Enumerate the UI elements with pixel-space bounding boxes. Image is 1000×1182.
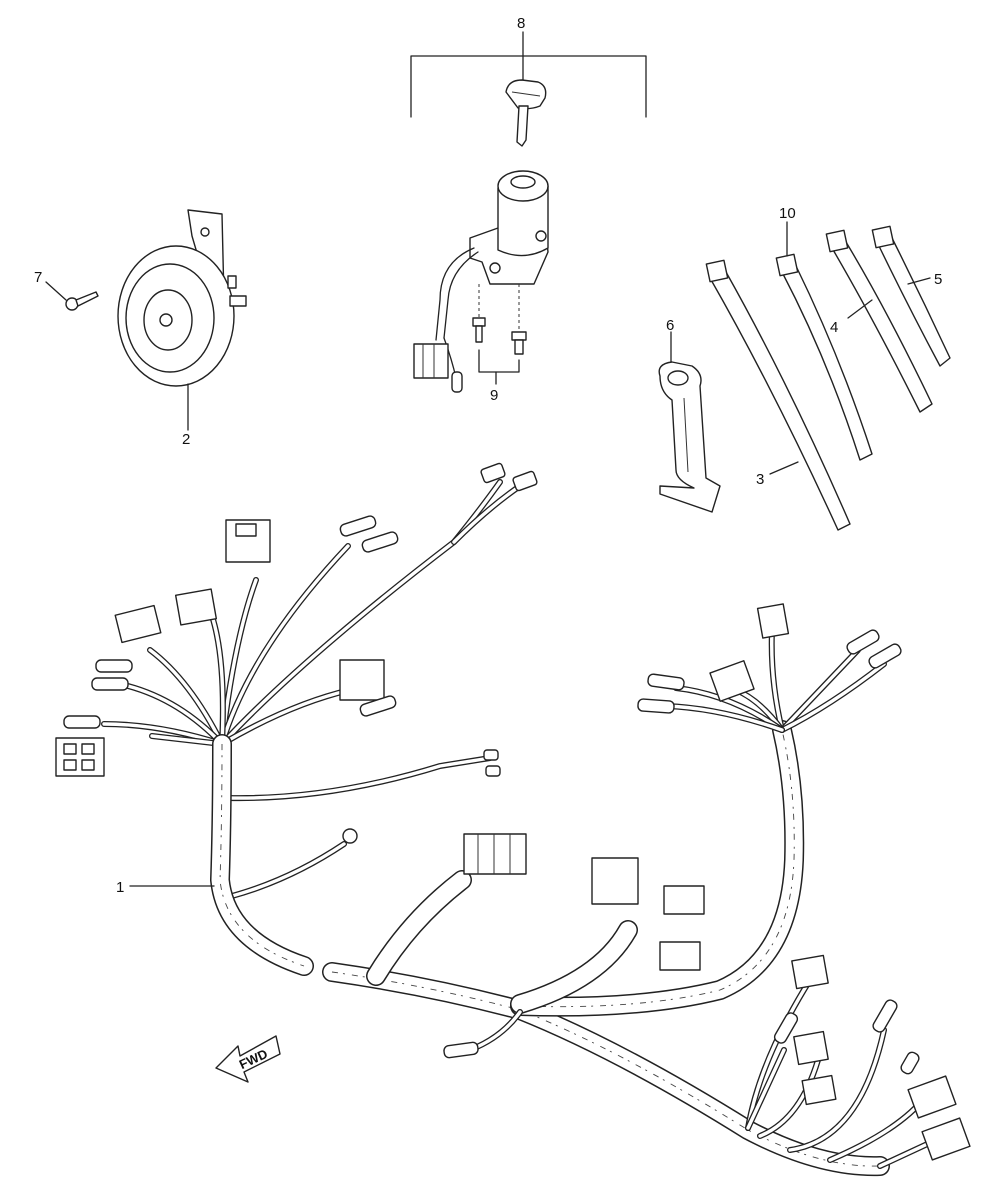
ignition-switch <box>413 170 549 393</box>
screws-part-9 <box>472 284 527 385</box>
switch-body <box>497 185 549 257</box>
fwd-direction-arrow: FWD <box>215 1035 281 1083</box>
callout-5: 5 <box>934 271 942 288</box>
wiring-harness-part-1 <box>55 462 971 1177</box>
strap-part-3 <box>709 271 851 531</box>
callout-7: 7 <box>34 269 42 286</box>
horn-part-2 <box>117 209 247 431</box>
key-blade <box>516 105 529 147</box>
callout-10: 10 <box>779 205 796 222</box>
screws-bracket <box>478 349 520 373</box>
connector-6pin <box>55 737 105 777</box>
harness-connectors <box>55 462 971 1161</box>
callout-4: 4 <box>830 319 838 336</box>
callout-1: 1 <box>116 879 124 896</box>
key-part-8 <box>410 31 647 147</box>
callout-2: 2 <box>182 431 190 448</box>
leader-5 <box>907 277 931 285</box>
callout-3: 3 <box>756 471 764 488</box>
harness-branch-wires <box>101 479 523 899</box>
strap-part-10 <box>781 265 873 461</box>
arrow-left-icon <box>215 1035 281 1083</box>
leader-7 <box>45 281 67 301</box>
switch-bullet-terminal <box>451 371 463 393</box>
switch-wire <box>435 247 475 341</box>
fwd-label: FWD <box>237 1046 270 1072</box>
bracket-part-6 <box>658 331 721 513</box>
leader-3 <box>769 461 799 475</box>
ring-terminal <box>342 828 358 844</box>
horn-terminal <box>229 295 247 307</box>
horn-center-nut <box>159 313 173 327</box>
callout-8: 8 <box>517 15 525 32</box>
connector-multi <box>463 833 527 875</box>
connector-4pin <box>339 659 385 701</box>
connector-small <box>114 604 162 644</box>
callout-9: 9 <box>490 387 498 404</box>
callout-6: 6 <box>666 317 674 334</box>
bracket-body <box>658 361 721 513</box>
callout-numbers: 8 10 5 7 6 4 9 2 3 1 <box>34 15 942 896</box>
leader-4 <box>847 299 873 319</box>
bullet-terminal <box>63 715 101 729</box>
connector-square <box>591 857 639 905</box>
strap-part-5 <box>877 237 951 367</box>
harness-trunk-left <box>210 734 314 976</box>
screw-part-7 <box>45 281 99 311</box>
cable-straps <box>705 221 951 531</box>
switch-connector <box>413 343 449 379</box>
key-set-bracket <box>410 55 647 118</box>
strap-part-4 <box>831 241 933 413</box>
